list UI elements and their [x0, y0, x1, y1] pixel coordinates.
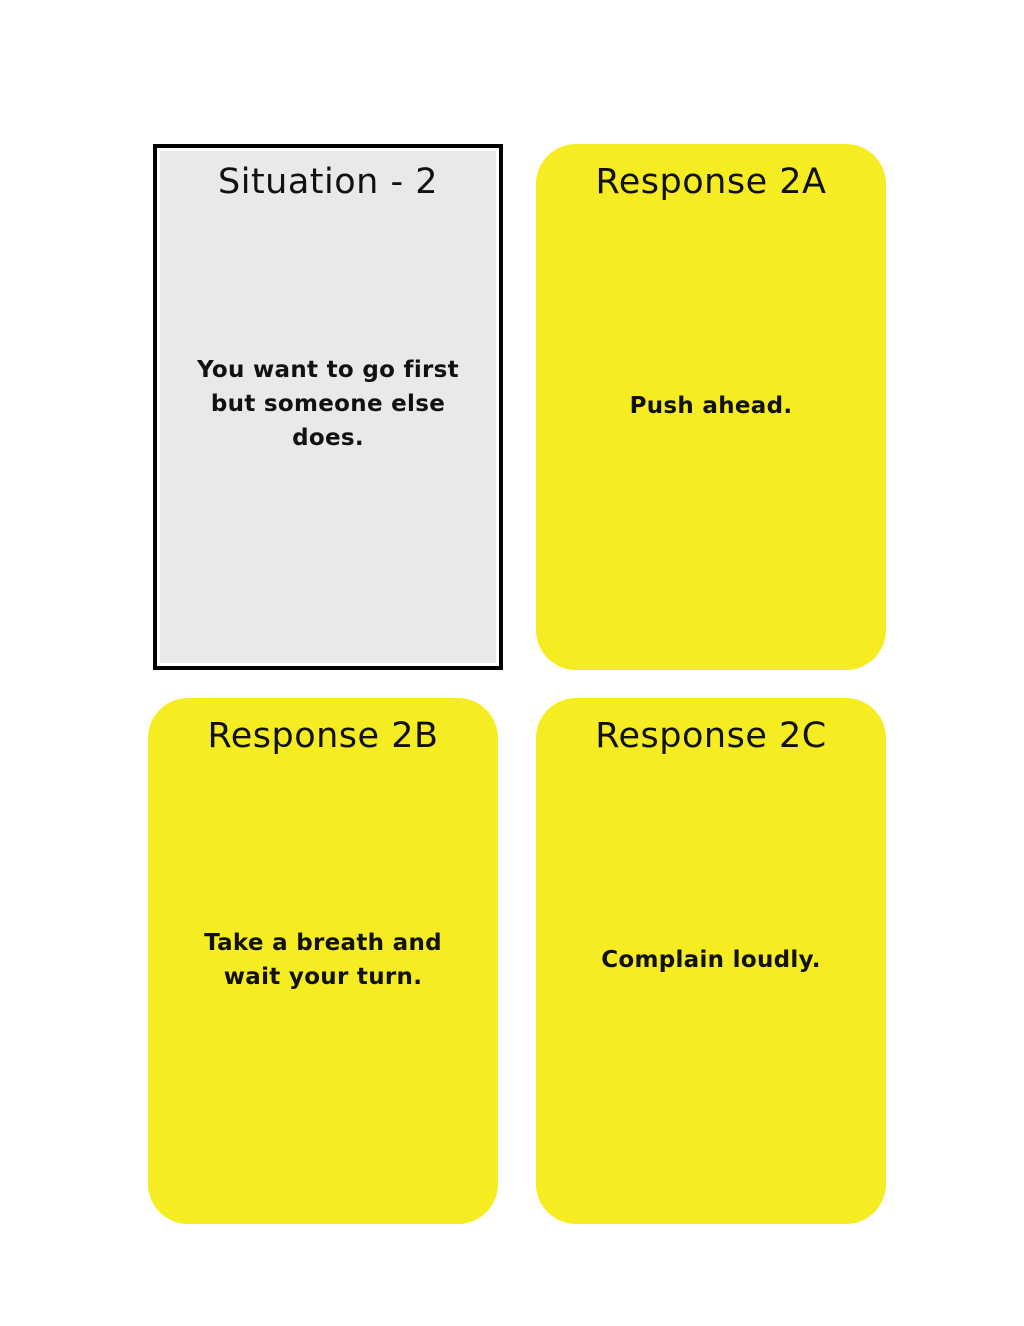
response-2c-body: Complain loudly.: [536, 756, 886, 1224]
response-2a-card: Response 2A Push ahead.: [536, 144, 886, 670]
response-2b-card: Response 2B Take a breath and wait your …: [148, 698, 498, 1224]
response-2b-body: Take a breath and wait your turn.: [148, 756, 498, 1224]
response-2c-text: Complain loudly.: [601, 947, 821, 973]
response-2b-title: Response 2B: [207, 716, 439, 756]
response-2a-title: Response 2A: [595, 162, 827, 202]
response-2c-title: Response 2C: [595, 716, 827, 756]
response-2b-text: Take a breath and wait your turn.: [204, 930, 442, 990]
situation-card-title: Situation - 2: [218, 162, 438, 202]
situation-card: Situation - 2 You want to go first but s…: [153, 144, 503, 670]
response-2c-card: Response 2C Complain loudly.: [536, 698, 886, 1224]
response-2a-body: Push ahead.: [536, 202, 886, 670]
response-2a-text: Push ahead.: [629, 393, 793, 419]
situation-card-body: You want to go first but someone else do…: [157, 202, 499, 666]
situation-card-text: You want to go first but someone else do…: [197, 357, 459, 451]
